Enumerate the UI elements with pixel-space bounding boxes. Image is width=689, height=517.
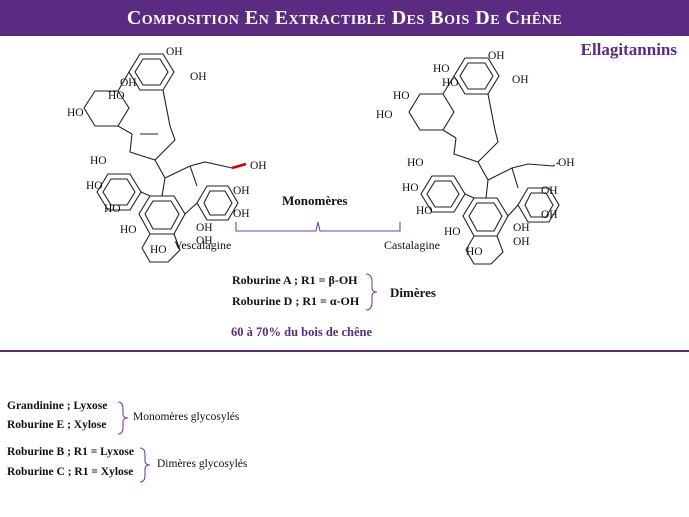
atom-label: OH: [250, 160, 267, 172]
atom-label: HO: [67, 107, 84, 119]
atom-label: HO: [416, 205, 433, 217]
atom-label: HO: [466, 246, 483, 258]
dimers-label: Dimères: [390, 285, 436, 300]
glyco-dimers-brace: [139, 447, 151, 483]
atom-label: HO: [104, 203, 121, 215]
atom-label: HO: [120, 224, 137, 236]
structures-diagram: [83, 53, 561, 265]
atom-label: OH: [196, 235, 213, 247]
atom-label: OH: [190, 71, 207, 83]
atom-label: OH: [166, 46, 183, 58]
glyco-dimers-label: Dimères glycosylés: [157, 458, 248, 470]
atom-label: HO: [376, 109, 393, 121]
atom-label: HO: [108, 90, 125, 102]
atom-label: HO: [433, 63, 450, 75]
glyco-dimer-item-roburine-b: Roburine B ; R1 = Lyxose: [7, 446, 134, 458]
atom-label: OH: [541, 209, 558, 221]
page-title: Composition En Extractible Des Bois De C…: [126, 6, 563, 29]
atom-label: OH: [513, 222, 530, 234]
atom-label: OH: [541, 185, 558, 197]
atom-label: OH: [488, 50, 505, 62]
dimers-brace: [365, 273, 378, 311]
atom-label: HO: [150, 244, 167, 256]
castalagine-structure: [408, 57, 561, 265]
atom-label: OH: [196, 222, 213, 234]
atom-label: HO: [393, 90, 410, 102]
atom-label: HO: [90, 155, 107, 167]
atom-label: OH: [558, 157, 575, 169]
glyco-monomers-brace: [117, 401, 129, 435]
glyco-monomer-item-roburine-e: Roburine E ; Xylose: [7, 419, 107, 431]
atom-label: OH: [513, 236, 530, 248]
glyco-monomers-label: Monomères glycosylés: [133, 411, 240, 423]
atom-label: HO: [407, 157, 424, 169]
atom-label: HO: [442, 77, 459, 89]
glyco-dimer-item-roburine-c: Roburine C ; R1 = Xylose: [7, 466, 134, 478]
atom-label: OH: [233, 185, 250, 197]
castalagine-label: Castalagine: [384, 238, 440, 252]
dimer-item-roburine-a: Roburine A ; R1 = β-OH: [232, 273, 358, 287]
section-divider: [0, 350, 689, 352]
dimer-item-roburine-d: Roburine D ; R1 = α-OH: [232, 294, 360, 308]
atom-label: HO: [444, 226, 461, 238]
atom-label: HO: [86, 180, 103, 192]
atom-label: OH: [512, 74, 529, 86]
glyco-monomer-item-grandinine: Grandinine ; Lyxose: [7, 400, 108, 412]
footnote: 60 à 70% du bois de chêne: [231, 325, 372, 339]
vescalagine-label: Vescalagine: [174, 238, 232, 252]
atom-label: OH: [233, 208, 250, 220]
atom-label: HO: [402, 182, 419, 194]
title-bar: Composition En Extractible Des Bois De C…: [0, 0, 689, 36]
monomers-bracket: [235, 221, 401, 232]
subtitle: Ellagitannins: [580, 40, 677, 59]
monomers-label: Monomères: [282, 193, 348, 208]
vescalagine-structure: [83, 53, 247, 263]
atom-label: OH: [120, 77, 137, 89]
